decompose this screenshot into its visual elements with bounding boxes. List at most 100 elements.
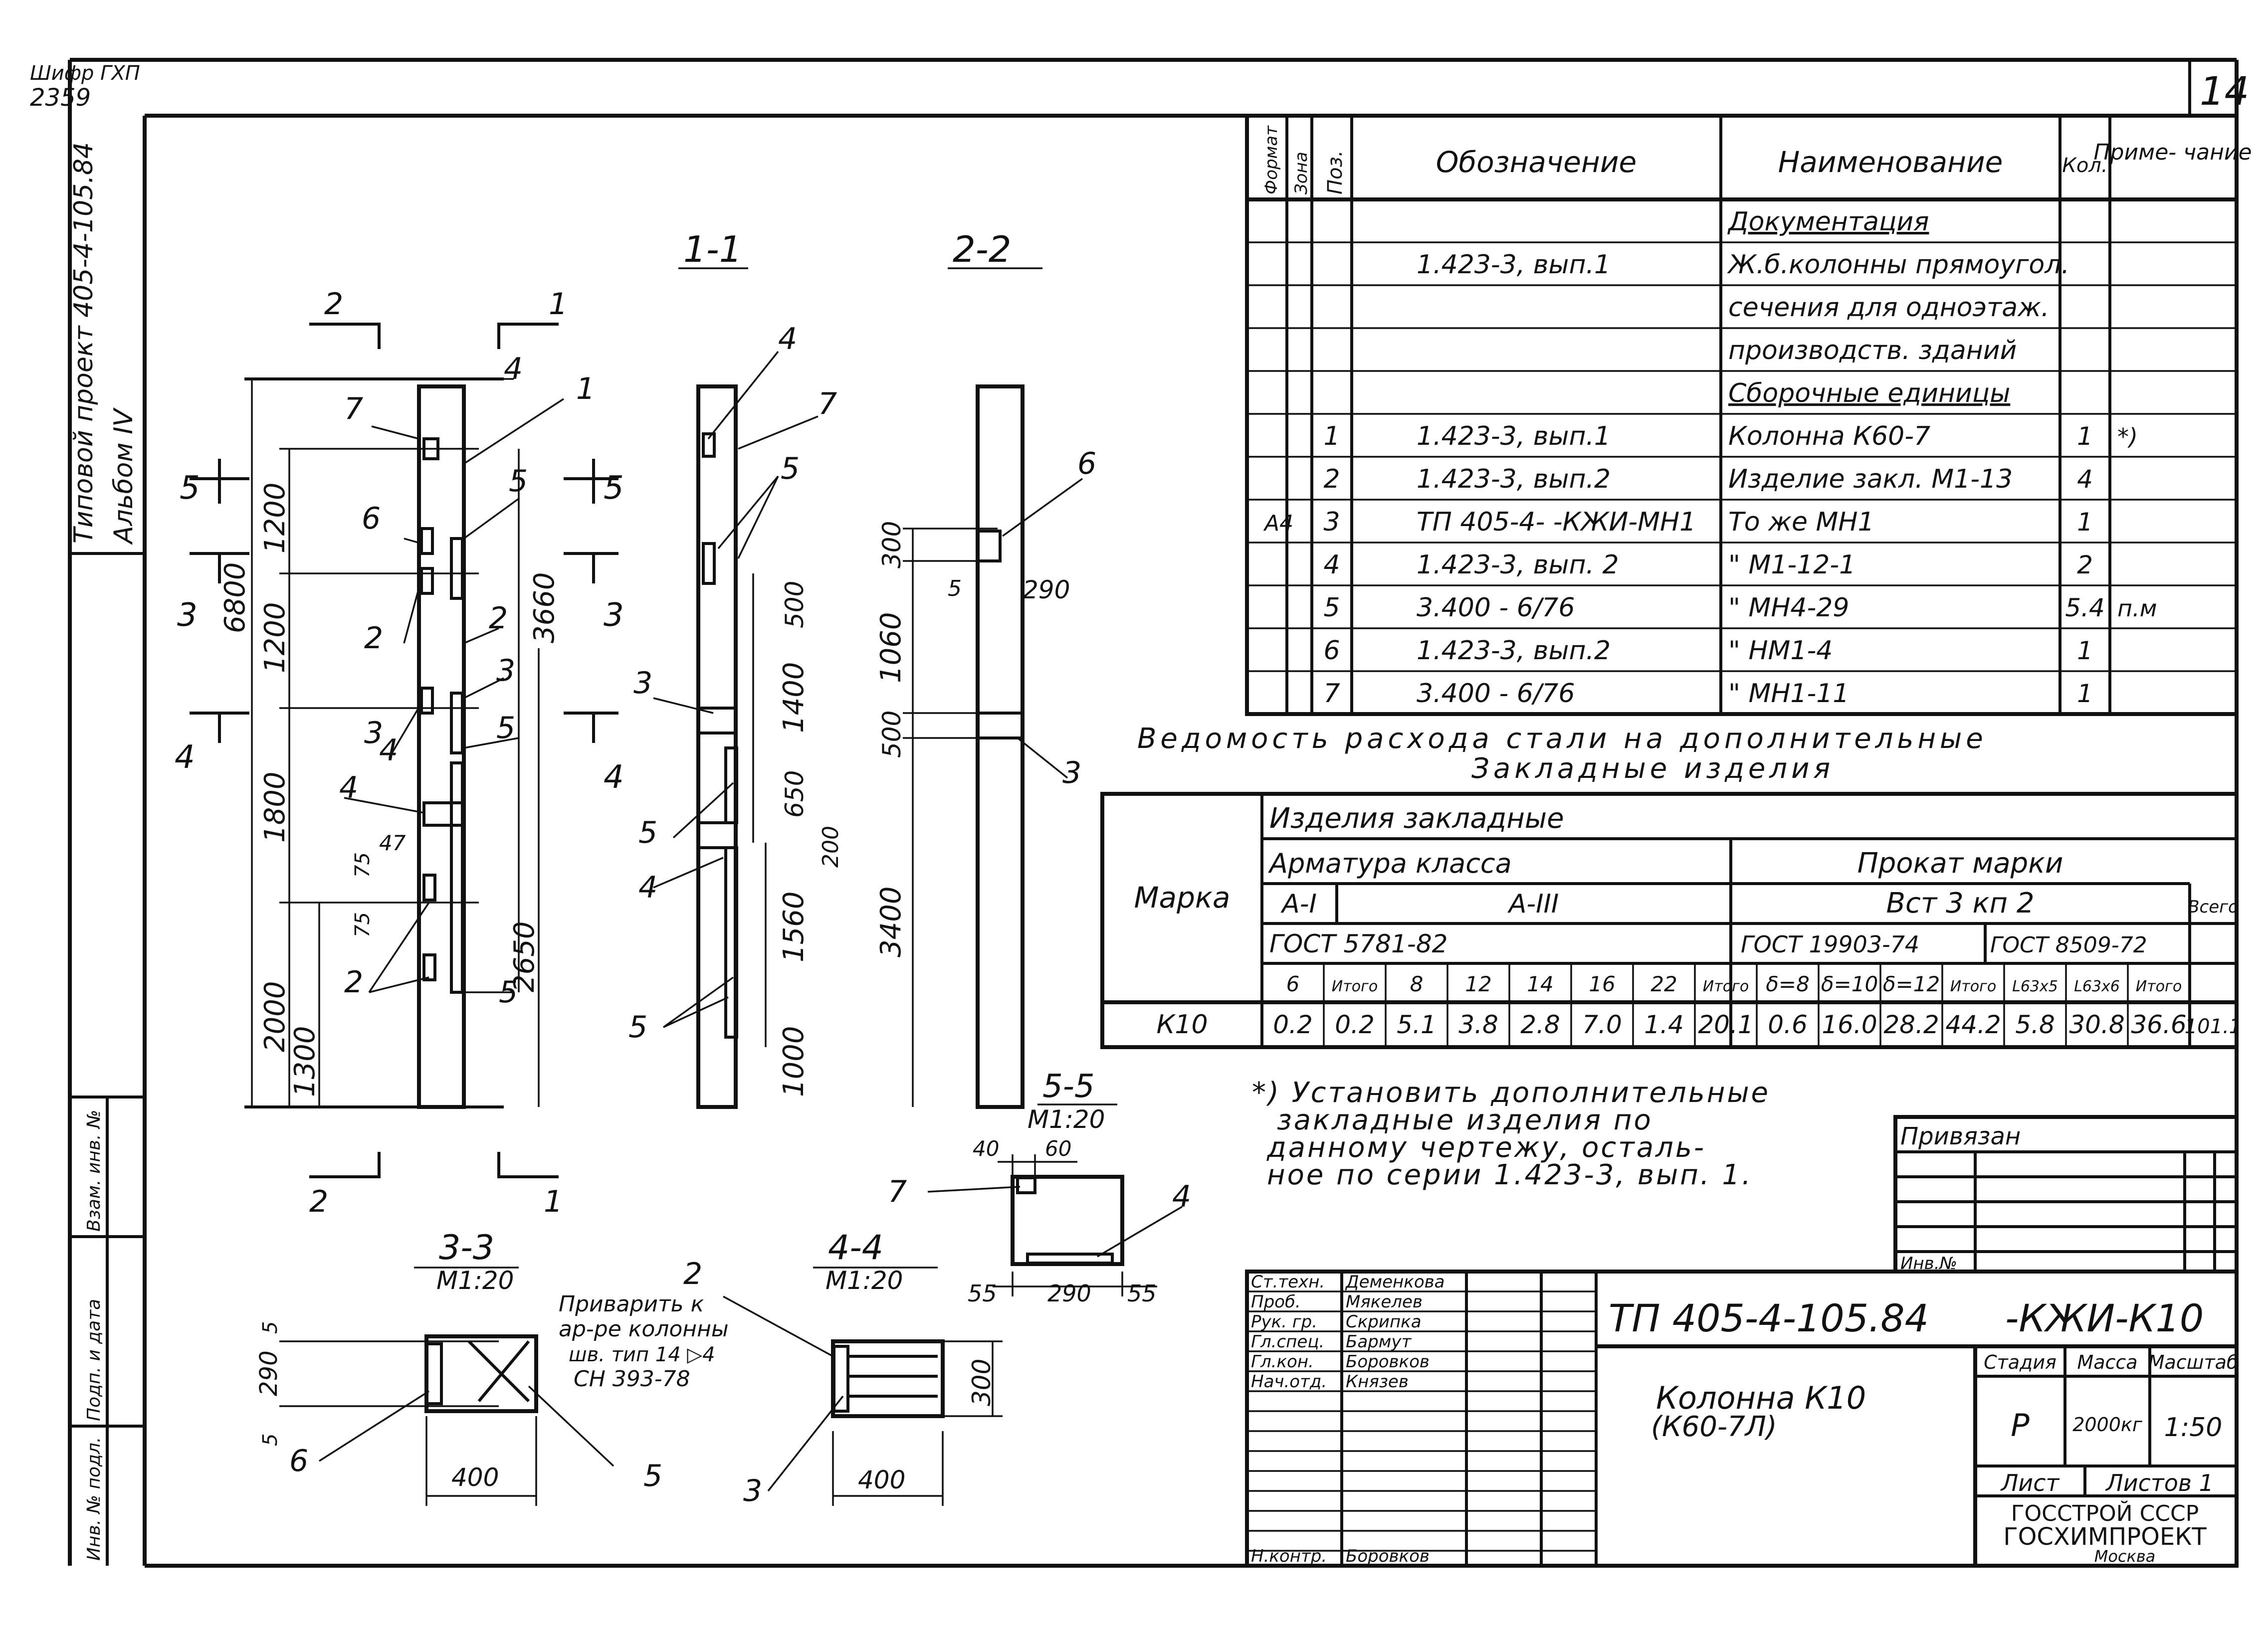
stage-value: Р — [2011, 1407, 2030, 1444]
steel-class-a1: А-I — [1280, 889, 1317, 919]
note-line-3: данному чертежу, осталь- — [1266, 1131, 1706, 1164]
steel-col-header: Итого — [1703, 978, 1749, 995]
spec-row-note: *) — [2117, 423, 2138, 450]
spec-row-name: Колонна К60-7 — [1728, 421, 1930, 451]
elev-callout-4-low: 4 — [339, 770, 358, 805]
general-note: *) Установить дополнительные закладные и… — [1252, 1077, 1768, 1191]
s55-callout-4: 4 — [1172, 1179, 1191, 1214]
elev-callout-4-mid: 4 — [379, 733, 398, 768]
signature-role: Рук. гр. — [1251, 1312, 1317, 1332]
steel-value: 20.1 — [1698, 1010, 1753, 1039]
s33-dim-400: 400 — [451, 1463, 499, 1492]
s33-dim-290: 290 — [255, 1350, 283, 1396]
drawing-name-line2: (К60-7Л) — [1651, 1411, 1777, 1443]
signature-role: Гл.спец. — [1251, 1332, 1324, 1352]
spec-row-designation: ТП 405-4- -КЖИ-МН1 — [1417, 507, 1696, 537]
signature-role: Ст.техн. — [1251, 1272, 1325, 1292]
s44-dim-400: 400 — [858, 1466, 905, 1494]
spec-row-name: " НМ1-4 — [1728, 636, 1833, 666]
s44-dim-300: 300 — [967, 1359, 996, 1406]
section-5-5 — [927, 1103, 1183, 1296]
signature-role: Гл.кон. — [1251, 1352, 1314, 1372]
section-mark-2-top: 2 — [324, 287, 343, 322]
section-3-3-scale: М1:20 — [436, 1266, 514, 1295]
side-title-line1: Типовой проект 405-4-105.84 — [69, 142, 99, 544]
s11-callout-5-top: 5 — [781, 451, 800, 486]
column-elevation — [190, 323, 619, 1178]
steel-total-header: Всего — [2188, 897, 2239, 917]
s55-dim-290: 290 — [1047, 1280, 1091, 1307]
stamp-label-sign-date: Подп. и дата — [84, 1299, 104, 1421]
s11-dim-200: 200 — [818, 826, 843, 868]
signature-name: Скрипка — [1346, 1312, 1422, 1332]
elev-dim-3660: 3660 — [528, 572, 561, 643]
mass-label: Масса — [2077, 1351, 2137, 1373]
sheets-label: Листов 1 — [2105, 1469, 2214, 1496]
s11-callout-7: 7 — [818, 386, 837, 421]
spec-row-pos: 3 — [1323, 507, 1340, 537]
steel-col-header: 16 — [1589, 972, 1615, 996]
weld-note-line-2: ар-ре колонны — [559, 1316, 729, 1342]
steel-value: 1.4 — [1644, 1010, 1684, 1039]
s11-dim-650: 650 — [780, 770, 809, 818]
steel-value: 44.2 — [1945, 1010, 2001, 1039]
spec-row-qty: 2 — [2077, 550, 2093, 579]
archive-code: Шифр ГХП — [30, 62, 140, 85]
s44-callout-3: 3 — [743, 1473, 762, 1508]
note-line-4: ное по серии 1.423-3, вып. 1. — [1267, 1159, 1753, 1191]
section-5-5-title: 5-5 — [1042, 1068, 1095, 1105]
binding-label: Привязан — [1900, 1122, 2021, 1150]
spec-header-designation: Обозначение — [1436, 145, 1637, 179]
steel-col-header: Итого — [1332, 978, 1378, 995]
elev-dim-47: 47 — [379, 831, 406, 855]
signature-role: Проб. — [1251, 1292, 1301, 1312]
steel-gost-angle: ГОСТ 8509-72 — [1990, 932, 2147, 958]
spec-row-note: п.м — [2117, 595, 2157, 622]
s55-dim-60: 60 — [1045, 1136, 1071, 1161]
signature-name: Мякелев — [1346, 1292, 1423, 1312]
mass-value: 2000кг — [2072, 1414, 2143, 1436]
doc-code: ТП 405-4-105.84 — [1609, 1296, 1929, 1340]
steel-table — [1100, 792, 2239, 1049]
signature-role: Н.контр. — [1251, 1546, 1327, 1566]
steel-col-header: 6 — [1286, 972, 1300, 996]
s33-dim-5-bottom: 5 — [259, 1434, 282, 1446]
elev-dim-1800: 1800 — [259, 771, 291, 843]
elev-dim-2650: 2650 — [508, 921, 541, 992]
steel-value: 16.0 — [1822, 1010, 1877, 1039]
section-mark-4-left: 4 — [175, 739, 195, 776]
spec-row-name: сечения для одноэтаж. — [1728, 293, 2050, 323]
sheet-label: Лист — [2000, 1469, 2060, 1496]
title-block — [1245, 1270, 2239, 1568]
spec-row-designation: 1.423-3, вып.1 — [1417, 421, 1611, 451]
note-line-2: закладные изделия по — [1277, 1104, 1653, 1136]
spec-row-qty: 1 — [2077, 636, 2093, 665]
spec-header-qty: Кол. — [2062, 154, 2107, 177]
steel-gost-sheet: ГОСТ 19903-74 — [1741, 931, 1919, 958]
elev-dim-1200b: 1200 — [259, 602, 291, 673]
steel-group-header: Изделия закладные — [1269, 802, 1564, 835]
steel-value: 2.8 — [1520, 1010, 1560, 1039]
section-2-2 — [903, 267, 1083, 1109]
s11-callout-4-low: 4 — [638, 870, 657, 905]
s33-callout-6: 6 — [289, 1444, 308, 1478]
sheet-number: 14 — [2200, 69, 2249, 114]
steel-table-title-line1: Ведомость расхода стали на дополнительны… — [1137, 723, 1987, 755]
section-mark-2-bottom: 2 — [309, 1184, 328, 1219]
spec-row-qty: 1 — [2077, 422, 2093, 451]
section-4-4-scale: М1:20 — [825, 1266, 903, 1295]
specification-table — [1245, 114, 2239, 716]
side-title-line2: Альбом IV — [109, 407, 139, 545]
section-mark-5-right: 5 — [604, 470, 624, 507]
signature-name: Бармут — [1346, 1332, 1412, 1352]
spec-row-name: производств. зданий — [1728, 336, 2017, 366]
steel-class-a3: А-III — [1507, 889, 1559, 919]
elev-callout-1: 1 — [576, 371, 595, 406]
s22-dim-1060: 1060 — [875, 612, 907, 683]
spec-row-pos: 7 — [1323, 679, 1340, 709]
s11-dim-500: 500 — [780, 581, 809, 628]
spec-row-name: " МН4-29 — [1728, 593, 1849, 623]
spec-row-qty: 4 — [2077, 465, 2093, 494]
